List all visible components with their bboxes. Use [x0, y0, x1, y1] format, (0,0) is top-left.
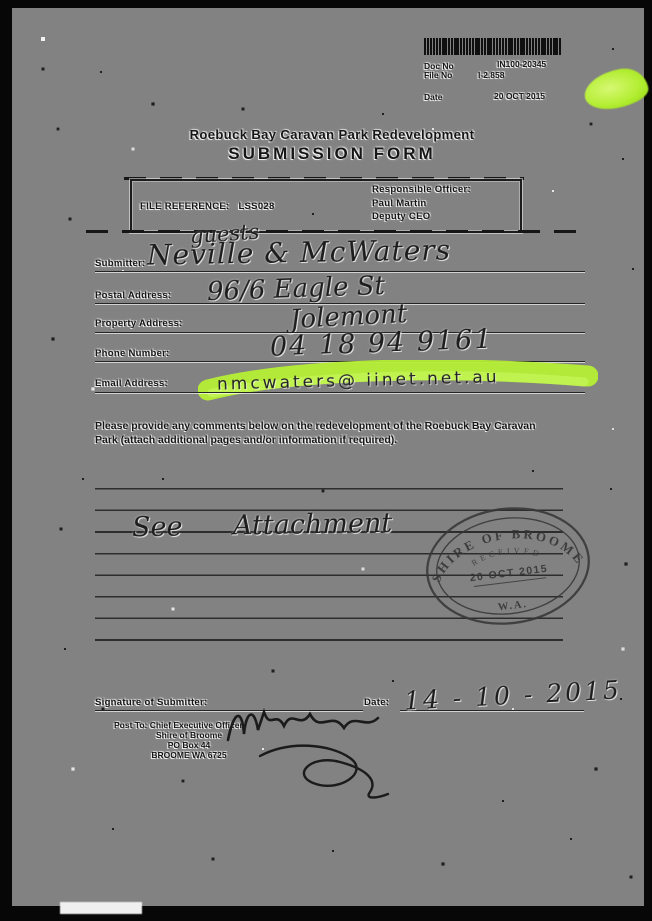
signature-of-submitter-label: Signature of Submitter:	[95, 697, 208, 708]
scan-edge-artifact	[60, 902, 142, 914]
submitter-handwriting: Neville & McWaters	[146, 233, 452, 272]
doc-no-value: IN100-20345	[497, 59, 547, 69]
stamp-date: 20 OCT 2015	[469, 564, 548, 585]
submitter-line	[95, 271, 585, 272]
submitter-label: Submitter:	[95, 258, 146, 269]
date-line	[400, 710, 584, 711]
phone-number-handwriting: 04 18 94 9161	[269, 324, 495, 363]
submitter-signature	[226, 707, 390, 799]
email-address-line	[95, 392, 585, 393]
post-to-line1: Post To: Chief Executive Officer	[114, 720, 243, 730]
doc-no-label: Doc No	[424, 61, 454, 71]
received-stamp: SHIRE OF BROOME RECEIVED 20 OCT 2015 W.A…	[424, 507, 590, 625]
file-reference-value: LSS028	[238, 201, 275, 212]
responsible-officer-label: Responsible Officer:	[372, 184, 471, 195]
post-to-line2: Shire of Broome	[155, 730, 223, 740]
postal-address-line	[95, 303, 585, 304]
footer-date-label: Date:	[364, 697, 390, 708]
email-highlight-swoosh	[198, 360, 598, 401]
stamp-state: W.A.	[497, 599, 528, 614]
post-to-line4: BROOME WA 6725	[151, 750, 227, 760]
file-no-value: I-2.858	[478, 70, 505, 80]
comment-handwriting: See Attachment	[131, 507, 393, 544]
date-value: 20 OCT 2015	[494, 91, 546, 101]
rule-bottom	[86, 230, 586, 233]
document-page: Doc No IN100-20345 File No I-2.858 Date …	[12, 8, 651, 914]
scan-noise-light	[12, 8, 14, 10]
comment-lines	[95, 468, 563, 644]
postal-address-label: Postal Address:	[95, 290, 172, 301]
signature-line	[95, 710, 363, 711]
date-label: Date	[424, 92, 443, 102]
phone-number-label: Phone Number:	[95, 348, 170, 359]
rule-top	[124, 177, 524, 180]
highlighter-blob	[581, 64, 651, 114]
file-reference-label: FILE REFERENCE:	[140, 201, 230, 212]
responsible-officer-name: Paul Martin	[372, 198, 427, 209]
barcode	[424, 38, 562, 55]
email-address-label: Email Address:	[95, 378, 169, 389]
post-to-line3: PO Box 44	[167, 740, 211, 750]
page-subtitle: SUBMISSION FORM	[228, 144, 436, 163]
property-address-label: Property Address:	[95, 318, 183, 329]
post-to-block: Post To: Chief Executive Officer Shire o…	[114, 720, 264, 760]
page-title: Roebuck Bay Caravan Park Redevelopment	[189, 127, 475, 142]
file-no-label: File No	[424, 70, 453, 80]
property-address-line	[95, 332, 585, 333]
responsible-officer-title: Deputy CEO	[372, 211, 431, 222]
instruction-text: Please provide any comments below on the…	[95, 420, 536, 446]
phone-number-line	[95, 361, 585, 362]
date-handwriting: 14 - 10 - 2015	[403, 675, 623, 716]
